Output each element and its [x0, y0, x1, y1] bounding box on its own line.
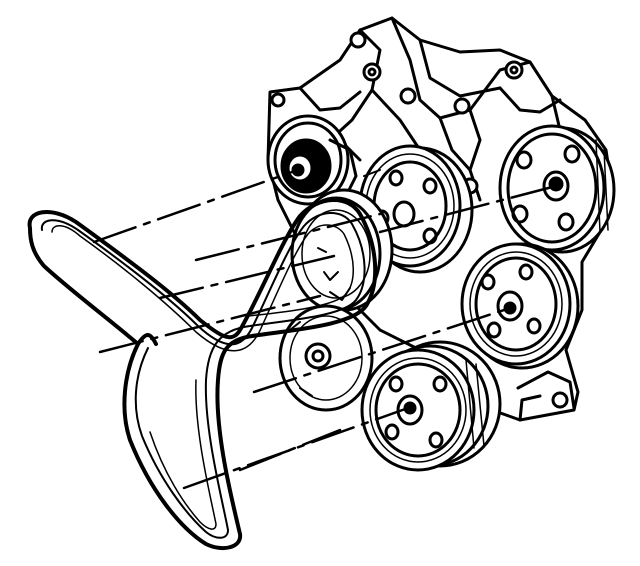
idler-pulley-right [460, 242, 580, 370]
generator-pulley [278, 304, 374, 412]
alignment-lines [92, 170, 558, 490]
crankshaft-balancer-pulley [360, 340, 502, 472]
idler-pulley [290, 188, 394, 312]
belt-tensioner-pulley [266, 114, 358, 206]
power-steering-pump-pulley [498, 124, 616, 254]
